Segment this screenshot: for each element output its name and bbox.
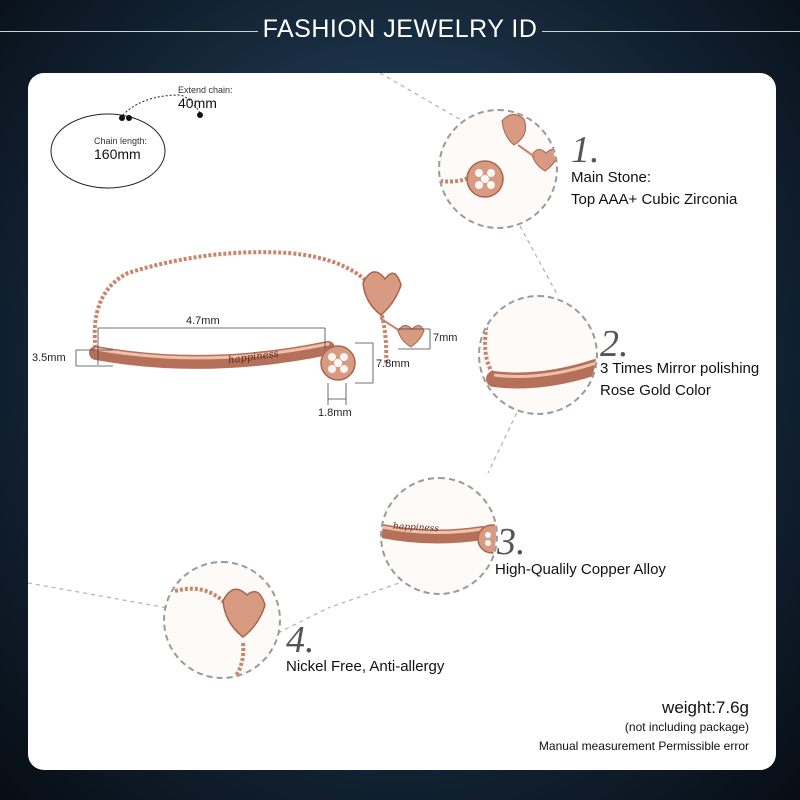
dim-charm-height: 7mm	[433, 332, 458, 344]
feature-4-number: 4.	[286, 619, 315, 661]
feature-3-detail-image	[380, 477, 498, 595]
feature-4-detail-image	[163, 561, 281, 679]
product-panel: Extend chain: 40mm Chain length: 160mm	[28, 73, 776, 770]
feature-2-line2: Rose Gold Color	[600, 382, 711, 399]
feature-4-line1: Nickel Free, Anti-allergy	[286, 658, 445, 675]
header: FASHION JEWELRY ID	[0, 0, 800, 62]
header-divider-right	[542, 31, 800, 32]
feature-1-line2: Top AAA+ Cubic Zirconia	[571, 191, 738, 208]
weight-value: weight:7.6g	[662, 698, 749, 717]
dim-bar-length: 4.7mm	[186, 315, 220, 327]
feature-1-line1: Main Stone:	[571, 169, 652, 186]
header-divider-left	[0, 31, 258, 32]
feature-2-detail-image	[478, 295, 598, 415]
weight-note-package: (not including package)	[624, 720, 749, 734]
feature-1-detail-image	[438, 109, 558, 229]
dashed-connector-path	[28, 73, 559, 634]
chain-length-diagram	[50, 94, 203, 189]
feature-3-number: 3.	[497, 521, 526, 563]
dim-stone-width: 1.8mm	[318, 407, 352, 419]
feature-2-number: 2.	[600, 323, 629, 365]
chain-length-label: Chain length:	[94, 136, 148, 146]
feature-3-line1: High-Qualily Copper Alloy	[495, 561, 666, 578]
feature-1-number: 1.	[571, 129, 600, 171]
weight-note-error: Manual measurement Permissible error	[538, 739, 749, 753]
dim-stone-height: 7.8mm	[376, 358, 410, 370]
bracelet-image	[75, 250, 431, 405]
extend-chain-value: 40mm	[178, 95, 217, 111]
feature-2-line1: 3 Times Mirror polishing	[600, 360, 760, 377]
dim-bar-height: 3.5mm	[32, 352, 66, 364]
chain-length-value: 160mm	[94, 146, 141, 162]
extend-chain-label: Extend chain:	[178, 85, 233, 95]
page-title: FASHION JEWELRY ID	[262, 15, 538, 43]
